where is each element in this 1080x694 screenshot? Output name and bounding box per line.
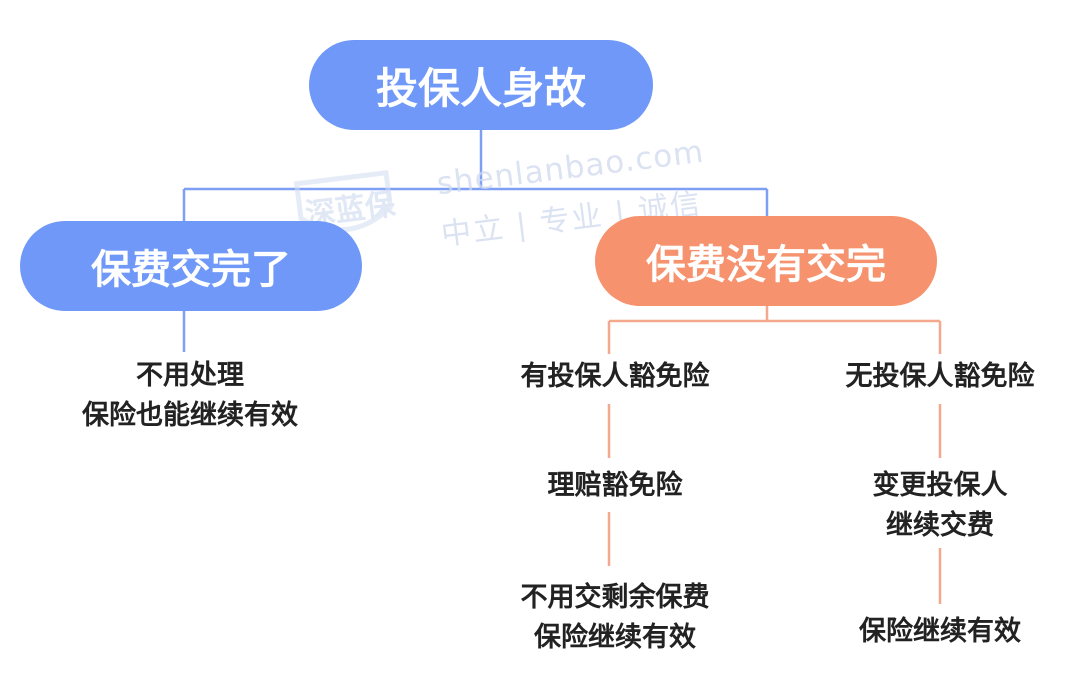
root-node: 投保人身故 xyxy=(309,40,653,130)
with-waiver-step-2: 不用交剩余保费 保险继续有效 xyxy=(455,578,775,658)
premium-paid-result: 不用处理 保险也能继续有效 xyxy=(40,356,340,436)
without-waiver-label: 无投保人豁免险 xyxy=(845,361,1035,392)
without-waiver-step-2: 保险继续有效 xyxy=(859,616,1021,647)
blue-connectors xyxy=(182,130,769,352)
orange-connectors xyxy=(607,306,942,604)
premium-paid-node: 保费交完了 xyxy=(20,221,362,311)
without-waiver-step-1: 变更投保人 继续交费 xyxy=(800,466,1080,546)
with-waiver-step-1: 理赔豁免险 xyxy=(547,470,683,501)
without-waiver-step-1-line-2: 继续交费 xyxy=(886,510,994,541)
premium-paid-result-line-1: 不用处理 xyxy=(136,360,244,391)
with-waiver-step-2-line-1: 不用交剩余保费 xyxy=(520,582,710,613)
with-waiver-step-2-line-2: 保险继续有效 xyxy=(534,622,696,653)
premium-paid-result-line-2: 保险也能继续有效 xyxy=(82,400,298,431)
without-waiver-step-1-line-1: 变更投保人 xyxy=(872,470,1008,501)
premium-unpaid-node: 保费没有交完 xyxy=(595,216,937,306)
with-waiver-label: 有投保人豁免险 xyxy=(520,361,710,392)
